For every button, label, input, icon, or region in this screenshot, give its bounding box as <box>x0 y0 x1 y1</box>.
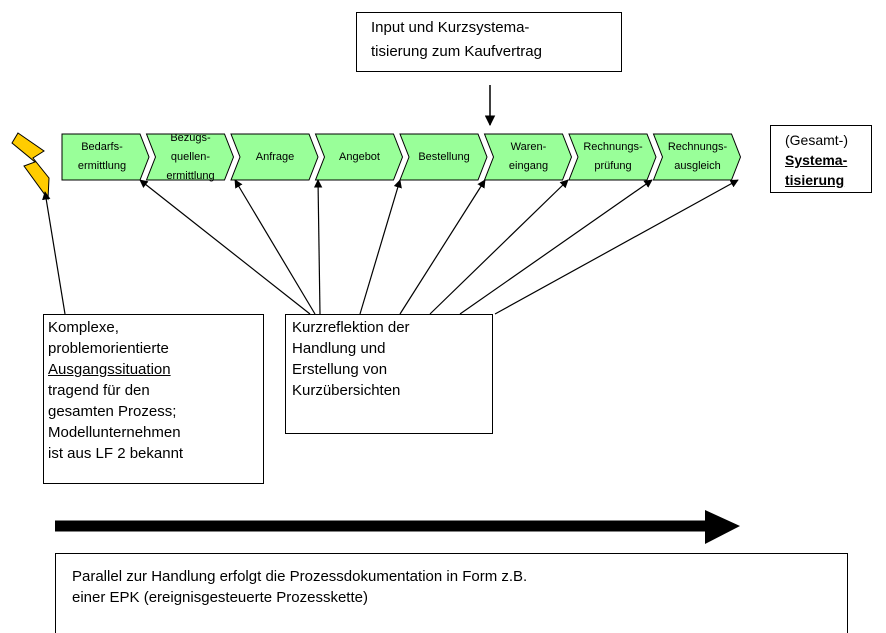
reflection-line-4: Kurzübersichten <box>292 382 401 399</box>
process-step-shape <box>314 133 404 181</box>
situation-line-5: gesamten Prozess; <box>48 403 177 420</box>
reflection-arrow-7 <box>459 179 653 315</box>
reflection-arrow-5 <box>399 179 486 315</box>
situation-line-6: Modellunternehmen <box>48 424 181 441</box>
process-step-label: Angebot <box>339 150 380 163</box>
reflection-arrow-1 <box>139 179 311 315</box>
systematization-line-2: Systema- <box>785 152 848 168</box>
systematization-line-1: (Gesamt-) <box>785 132 848 148</box>
situation-line-3: Ausgangssituation <box>48 361 171 378</box>
input-box-line-2: tisierung zum Kaufvertrag <box>371 43 542 60</box>
reflection-arrow-8 <box>494 179 739 315</box>
situation-line-7: ist aus LF 2 bekannt <box>48 445 184 462</box>
situation-box: Komplexe, problemorientierte Ausgangssit… <box>43 314 264 484</box>
lightning-icon <box>11 132 50 201</box>
reflection-arrow-2 <box>234 179 316 315</box>
input-box: Input und Kurzsystema- tisierung zum Kau… <box>356 12 622 72</box>
process-step-shape <box>61 133 150 181</box>
process-step-label: Anfrage <box>255 150 295 163</box>
situation-line-2: problemorientierte <box>48 340 169 357</box>
process-step-label: Waren- eingang <box>508 141 549 172</box>
reflection-line-1: Kurzreflektion der <box>292 319 410 336</box>
situation-line-1: Komplexe, <box>48 319 119 336</box>
documentation-line-2: einer EPK (ereignisgesteuerte Prozessket… <box>72 589 368 606</box>
systematization-line-3: tisierung <box>785 172 845 188</box>
documentation-line-1: Parallel zur Handlung erfolgt die Prozes… <box>72 568 528 585</box>
process-step-label: Bedarfs- ermittlung <box>77 141 127 172</box>
reflection-box: Kurzreflektion der Handlung und Erstellu… <box>285 314 493 434</box>
documentation-box: Parallel zur Handlung erfolgt die Prozes… <box>55 553 848 633</box>
situation-arrow <box>42 191 66 315</box>
systematization-box: (Gesamt-) Systema- tisierung <box>770 125 872 193</box>
process-step-label: Bestellung <box>418 150 470 163</box>
process-step-shape <box>145 133 235 181</box>
input-box-line-1: Input und Kurzsystema- <box>371 19 530 36</box>
process-step-label: Rechnungs- ausgleich <box>667 141 728 172</box>
reflection-line-3: Erstellung von <box>292 361 388 378</box>
process-chain <box>61 133 742 181</box>
process-step-shape <box>230 133 319 181</box>
situation-line-4: tragend für den <box>48 382 150 399</box>
process-step-label: Rechnungs- prüfung <box>583 141 643 172</box>
process-step-label: Bezugs- quellen- ermittlung <box>166 131 215 182</box>
reflection-arrow-6 <box>429 179 569 315</box>
reflection-arrow-3 <box>313 179 323 315</box>
reflection-arrow-4 <box>359 179 402 315</box>
timeline-arrow-head <box>705 510 740 544</box>
reflection-line-2: Handlung und <box>292 340 386 357</box>
